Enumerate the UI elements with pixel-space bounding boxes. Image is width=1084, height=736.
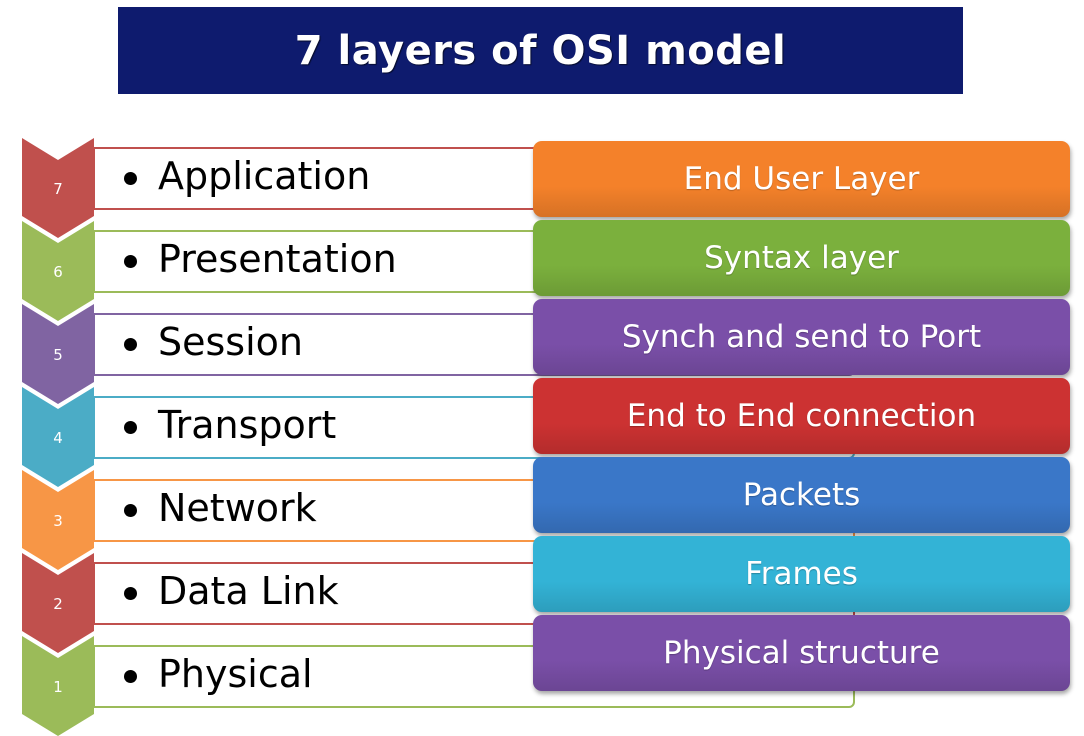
bullet-icon [124, 670, 137, 683]
chevron-arrow-icon [22, 138, 94, 238]
title-banner: 7 layers of OSI model [118, 7, 963, 94]
layer-number: 7 [53, 180, 63, 198]
bullet-icon [124, 338, 137, 351]
layer-name: Transport [158, 403, 337, 447]
bullet-icon [124, 421, 137, 434]
layer-description: End to End connection [533, 378, 1070, 454]
layer-description: End User Layer [533, 141, 1070, 217]
layer-number: 5 [53, 346, 63, 364]
layer-number: 2 [53, 595, 63, 613]
layer-number: 6 [53, 263, 63, 281]
chevron-arrow-icon [22, 221, 94, 321]
bullet-icon [124, 504, 137, 517]
chevron-arrow-icon [22, 553, 94, 653]
layer-name: Application [158, 154, 371, 198]
bullet-icon [124, 172, 137, 185]
chevron-arrow-icon [22, 387, 94, 487]
layer-description: Physical structure [533, 615, 1070, 691]
layer-name: Data Link [158, 569, 339, 613]
layer-number: 4 [53, 429, 63, 447]
layer-description: Synch and send to Port [533, 299, 1070, 375]
layer-description: Packets [533, 457, 1070, 533]
layer-number: 3 [53, 512, 63, 530]
page-title: 7 layers of OSI model [294, 27, 787, 74]
layer-name: Presentation [158, 237, 397, 281]
layer-name: Network [158, 486, 317, 530]
chevron-arrow-icon [22, 470, 94, 570]
chevron-arrow-icon [22, 304, 94, 404]
bullet-icon [124, 255, 137, 268]
layer-name: Session [158, 320, 303, 364]
layer-description: Frames [533, 536, 1070, 612]
chevron-arrow-icon [22, 636, 94, 736]
bullet-icon [124, 587, 137, 600]
layer-name: Physical [158, 652, 313, 696]
layer-description: Syntax layer [533, 220, 1070, 296]
layer-number: 1 [53, 678, 63, 696]
